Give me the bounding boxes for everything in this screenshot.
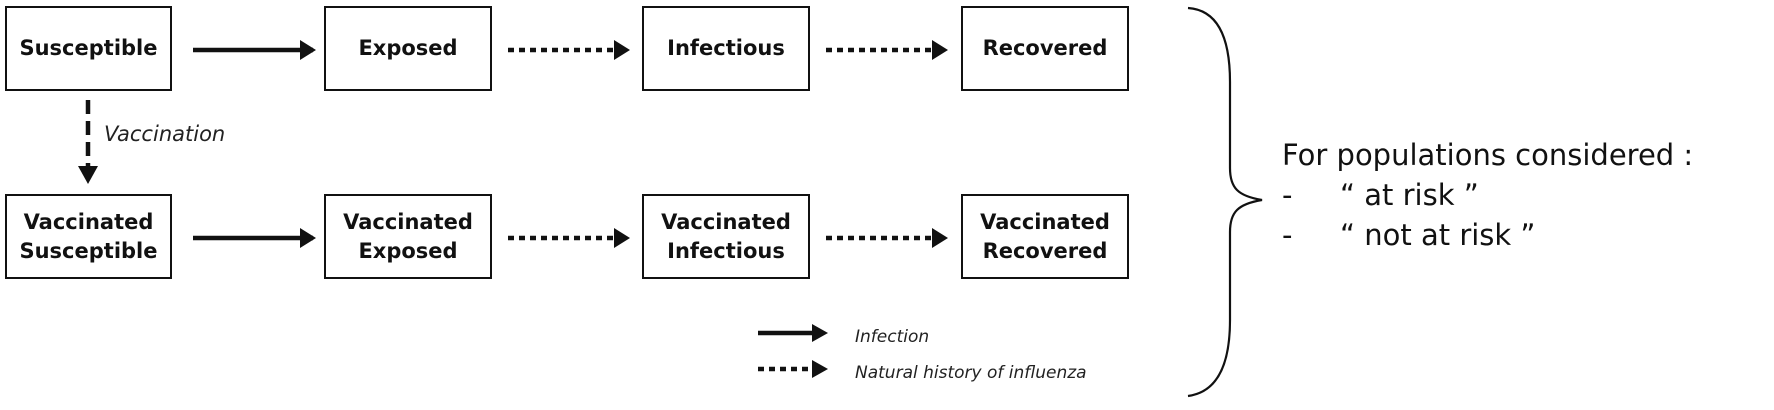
- arrowhead: [300, 228, 316, 248]
- note-heading: For populations considered :: [1282, 138, 1694, 172]
- note-item: - “ not at risk ”: [1282, 215, 1693, 255]
- box-recovered: Recovered: [961, 6, 1129, 91]
- box-exposed: Exposed: [324, 6, 492, 91]
- vaccination-label: Vaccination: [104, 122, 226, 146]
- box-vaccinated-susceptible: Vaccinated Susceptible: [5, 194, 172, 279]
- arrowhead: [932, 40, 948, 60]
- note-bullet: -: [1282, 218, 1293, 252]
- curly-brace: [1187, 6, 1263, 398]
- box-vaccinated-infectious: Vaccinated Infectious: [642, 194, 810, 279]
- box-label-line: Vaccinated: [661, 209, 791, 234]
- population-note: For populations considered : - “ at risk…: [1282, 135, 1693, 255]
- arrowhead: [614, 40, 630, 60]
- note-item-text: “ not at risk ”: [1340, 218, 1536, 252]
- box-label-line: Vaccinated: [343, 209, 473, 234]
- box-label: Infectious: [667, 36, 785, 60]
- note-item: - “ at risk ”: [1282, 175, 1693, 215]
- arrowhead: [300, 40, 316, 60]
- legend-infection-label: Infection: [855, 327, 930, 347]
- legend-history-label: Natural history of influenza: [855, 363, 1087, 383]
- box-vaccinated-recovered: Vaccinated Recovered: [961, 194, 1129, 279]
- arrowhead: [614, 228, 630, 248]
- box-label: Exposed: [358, 36, 458, 60]
- box-vaccinated-exposed: Vaccinated Exposed: [324, 194, 492, 279]
- note-bullet: -: [1282, 178, 1293, 212]
- box-label-line: Vaccinated: [980, 209, 1110, 234]
- box-label-line: Vaccinated: [23, 209, 154, 234]
- arrowhead: [932, 228, 948, 248]
- box-label-line: Exposed: [358, 238, 458, 263]
- box-susceptible: Susceptible: [5, 6, 172, 91]
- box-label-line: Recovered: [982, 238, 1108, 263]
- note-item-text: “ at risk ”: [1340, 178, 1479, 212]
- box-label: Susceptible: [19, 36, 158, 60]
- box-label: Recovered: [982, 36, 1108, 60]
- box-infectious: Infectious: [642, 6, 810, 91]
- box-label-line: Susceptible: [19, 238, 158, 263]
- arrowhead: [78, 166, 98, 184]
- box-label-line: Infectious: [667, 238, 785, 263]
- arrowhead: [812, 360, 828, 378]
- arrowhead: [812, 324, 828, 342]
